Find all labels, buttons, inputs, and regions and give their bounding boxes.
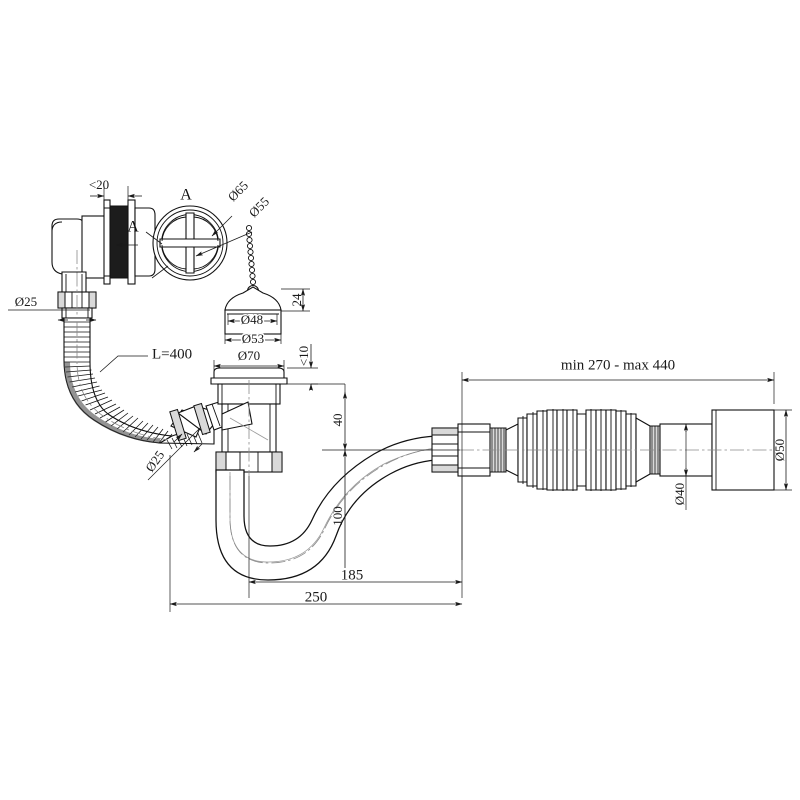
dim-plug-height-group — [281, 288, 310, 312]
plug-chain — [245, 224, 257, 286]
dim-flange-dia-group — [213, 360, 285, 372]
dim-outlet-socket-dia-group — [774, 409, 792, 491]
dim-inlet-height: 40 — [330, 414, 345, 427]
dim-grate-inner-dia: Ø55 — [246, 194, 272, 220]
dim-flange-thickness-group — [90, 186, 142, 204]
dim-grate-outer-dia: Ø65 — [225, 178, 251, 204]
dim-plug-bottom-dia-group — [224, 334, 282, 344]
section-view-letter-a: A — [180, 187, 192, 204]
dim-trap-depth: 100 — [330, 506, 345, 526]
dim-bellows-dia: Ø40 — [672, 483, 687, 505]
dim-flange-dia: Ø70 — [238, 348, 260, 363]
dim-plug-height: 24 — [289, 293, 304, 307]
view-arrow-letter-a: A — [127, 219, 139, 236]
dim-flange-height: <10 — [296, 346, 311, 366]
dim-hose-outlet-dia-group — [147, 427, 203, 481]
label-hose-length-leader — [99, 355, 148, 373]
dim-185: 185 — [341, 567, 364, 583]
dim-overflow-dia-group — [8, 309, 97, 323]
overflow-elbow-fitting — [51, 199, 156, 322]
dim-outlet-range: min 270 - max 440 — [561, 357, 675, 373]
dim-flange-thickness: <20 — [89, 177, 109, 192]
dim-overflow-pipe-dia: Ø25 — [15, 294, 37, 309]
label-hose-length: L=400 — [152, 346, 192, 362]
flexible-outlet-pipe — [460, 409, 775, 491]
dim-185-group — [248, 476, 463, 598]
dim-250-group — [169, 455, 463, 612]
dim-hose-outlet-dia: Ø25 — [142, 448, 167, 475]
dim-250: 250 — [305, 589, 328, 605]
grate-cover — [145, 205, 253, 281]
dim-outlet-socket-dia: Ø50 — [772, 439, 787, 461]
drain-body — [210, 367, 288, 476]
dim-plug-top-dia: Ø48 — [241, 312, 263, 327]
dim-plug-top-dia-group — [227, 314, 278, 325]
dim-plug-bottom-dia: Ø53 — [242, 331, 264, 346]
